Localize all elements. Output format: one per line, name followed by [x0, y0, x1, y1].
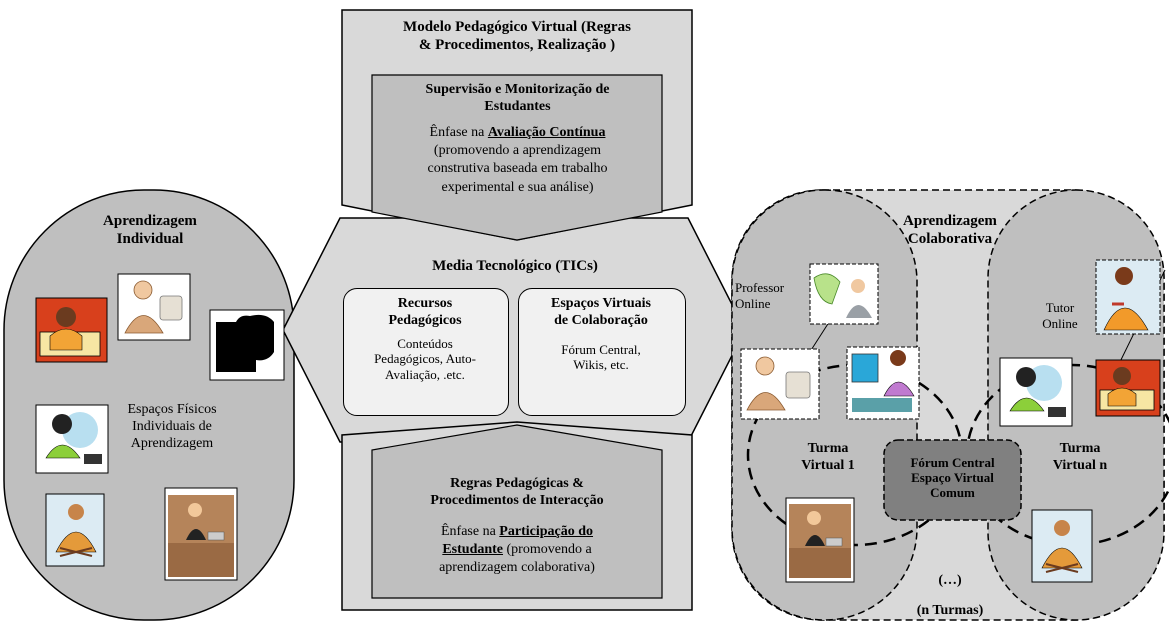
- virtual-collaboration-text: Espaços Virtuais de Colaboração Fórum Ce…: [551, 296, 651, 373]
- woman-at-computer-icon: [846, 346, 920, 420]
- central-forum-label: Fórum Central Espaço Virtual Comum: [910, 455, 995, 500]
- rules-title: Regras Pedagógicas & Procedimentos de In…: [430, 476, 604, 508]
- virtual-collaboration-spaces-box: [518, 288, 686, 416]
- supervision-description: Ênfase na Avaliação Contínua (promovendo…: [427, 125, 608, 195]
- central-forum-box: [883, 439, 1022, 521]
- virtual-class-1-label: Turma Virtual 1: [801, 441, 855, 473]
- monk-reading-icon: [1031, 509, 1093, 583]
- woman-headset-icon: [35, 404, 109, 474]
- man-at-computer-icon: [740, 348, 820, 420]
- n-classes-label: (n Turmas): [916, 603, 984, 618]
- pedagogical-resources-box: [343, 288, 509, 416]
- woman-sofa-laptop-icon: [785, 497, 855, 583]
- pedagogical-resources-text: Recursos Pedagógicos Conteúdos Pedagógic…: [374, 296, 476, 382]
- model-title: Modelo Pedagógico Virtual (Regras & Proc…: [403, 19, 631, 53]
- top-inner-arrow: [371, 74, 663, 241]
- woman-sofa-laptop-icon: [164, 487, 238, 581]
- supervision-title: Supervisão e Monitorização de Estudantes: [425, 82, 610, 114]
- woman-thinking-icon: [1095, 259, 1161, 335]
- virtual-class-n-label: Turma Virtual n: [1052, 441, 1108, 473]
- teacher-presenting-icon: [809, 263, 879, 325]
- individual-spaces-caption: Espaços Físicos Individuais de Aprendiza…: [127, 402, 217, 451]
- rules-description: Ênfase na Participação do Estudante (pro…: [439, 524, 595, 576]
- tutor-online-label: Tutor Online: [1042, 300, 1078, 331]
- girl-writing-icon: [35, 297, 108, 363]
- collaborative-learning-title: Aprendizagem Colaborativa: [903, 213, 997, 247]
- silhouette-icon: [209, 309, 285, 381]
- media-tech-title: Media Tecnológico (TICs): [432, 258, 598, 274]
- individual-learning-title: Aprendizagem Individual: [103, 213, 197, 247]
- ellipsis-label: (…): [938, 573, 962, 588]
- bottom-inner-arrow: [371, 424, 663, 599]
- girl-writing-icon: [1095, 359, 1161, 417]
- man-at-computer-icon: [117, 273, 191, 341]
- professor-online-label: Professor Online: [735, 280, 785, 311]
- monk-reading-icon: [45, 493, 105, 567]
- woman-headset-icon: [999, 357, 1073, 427]
